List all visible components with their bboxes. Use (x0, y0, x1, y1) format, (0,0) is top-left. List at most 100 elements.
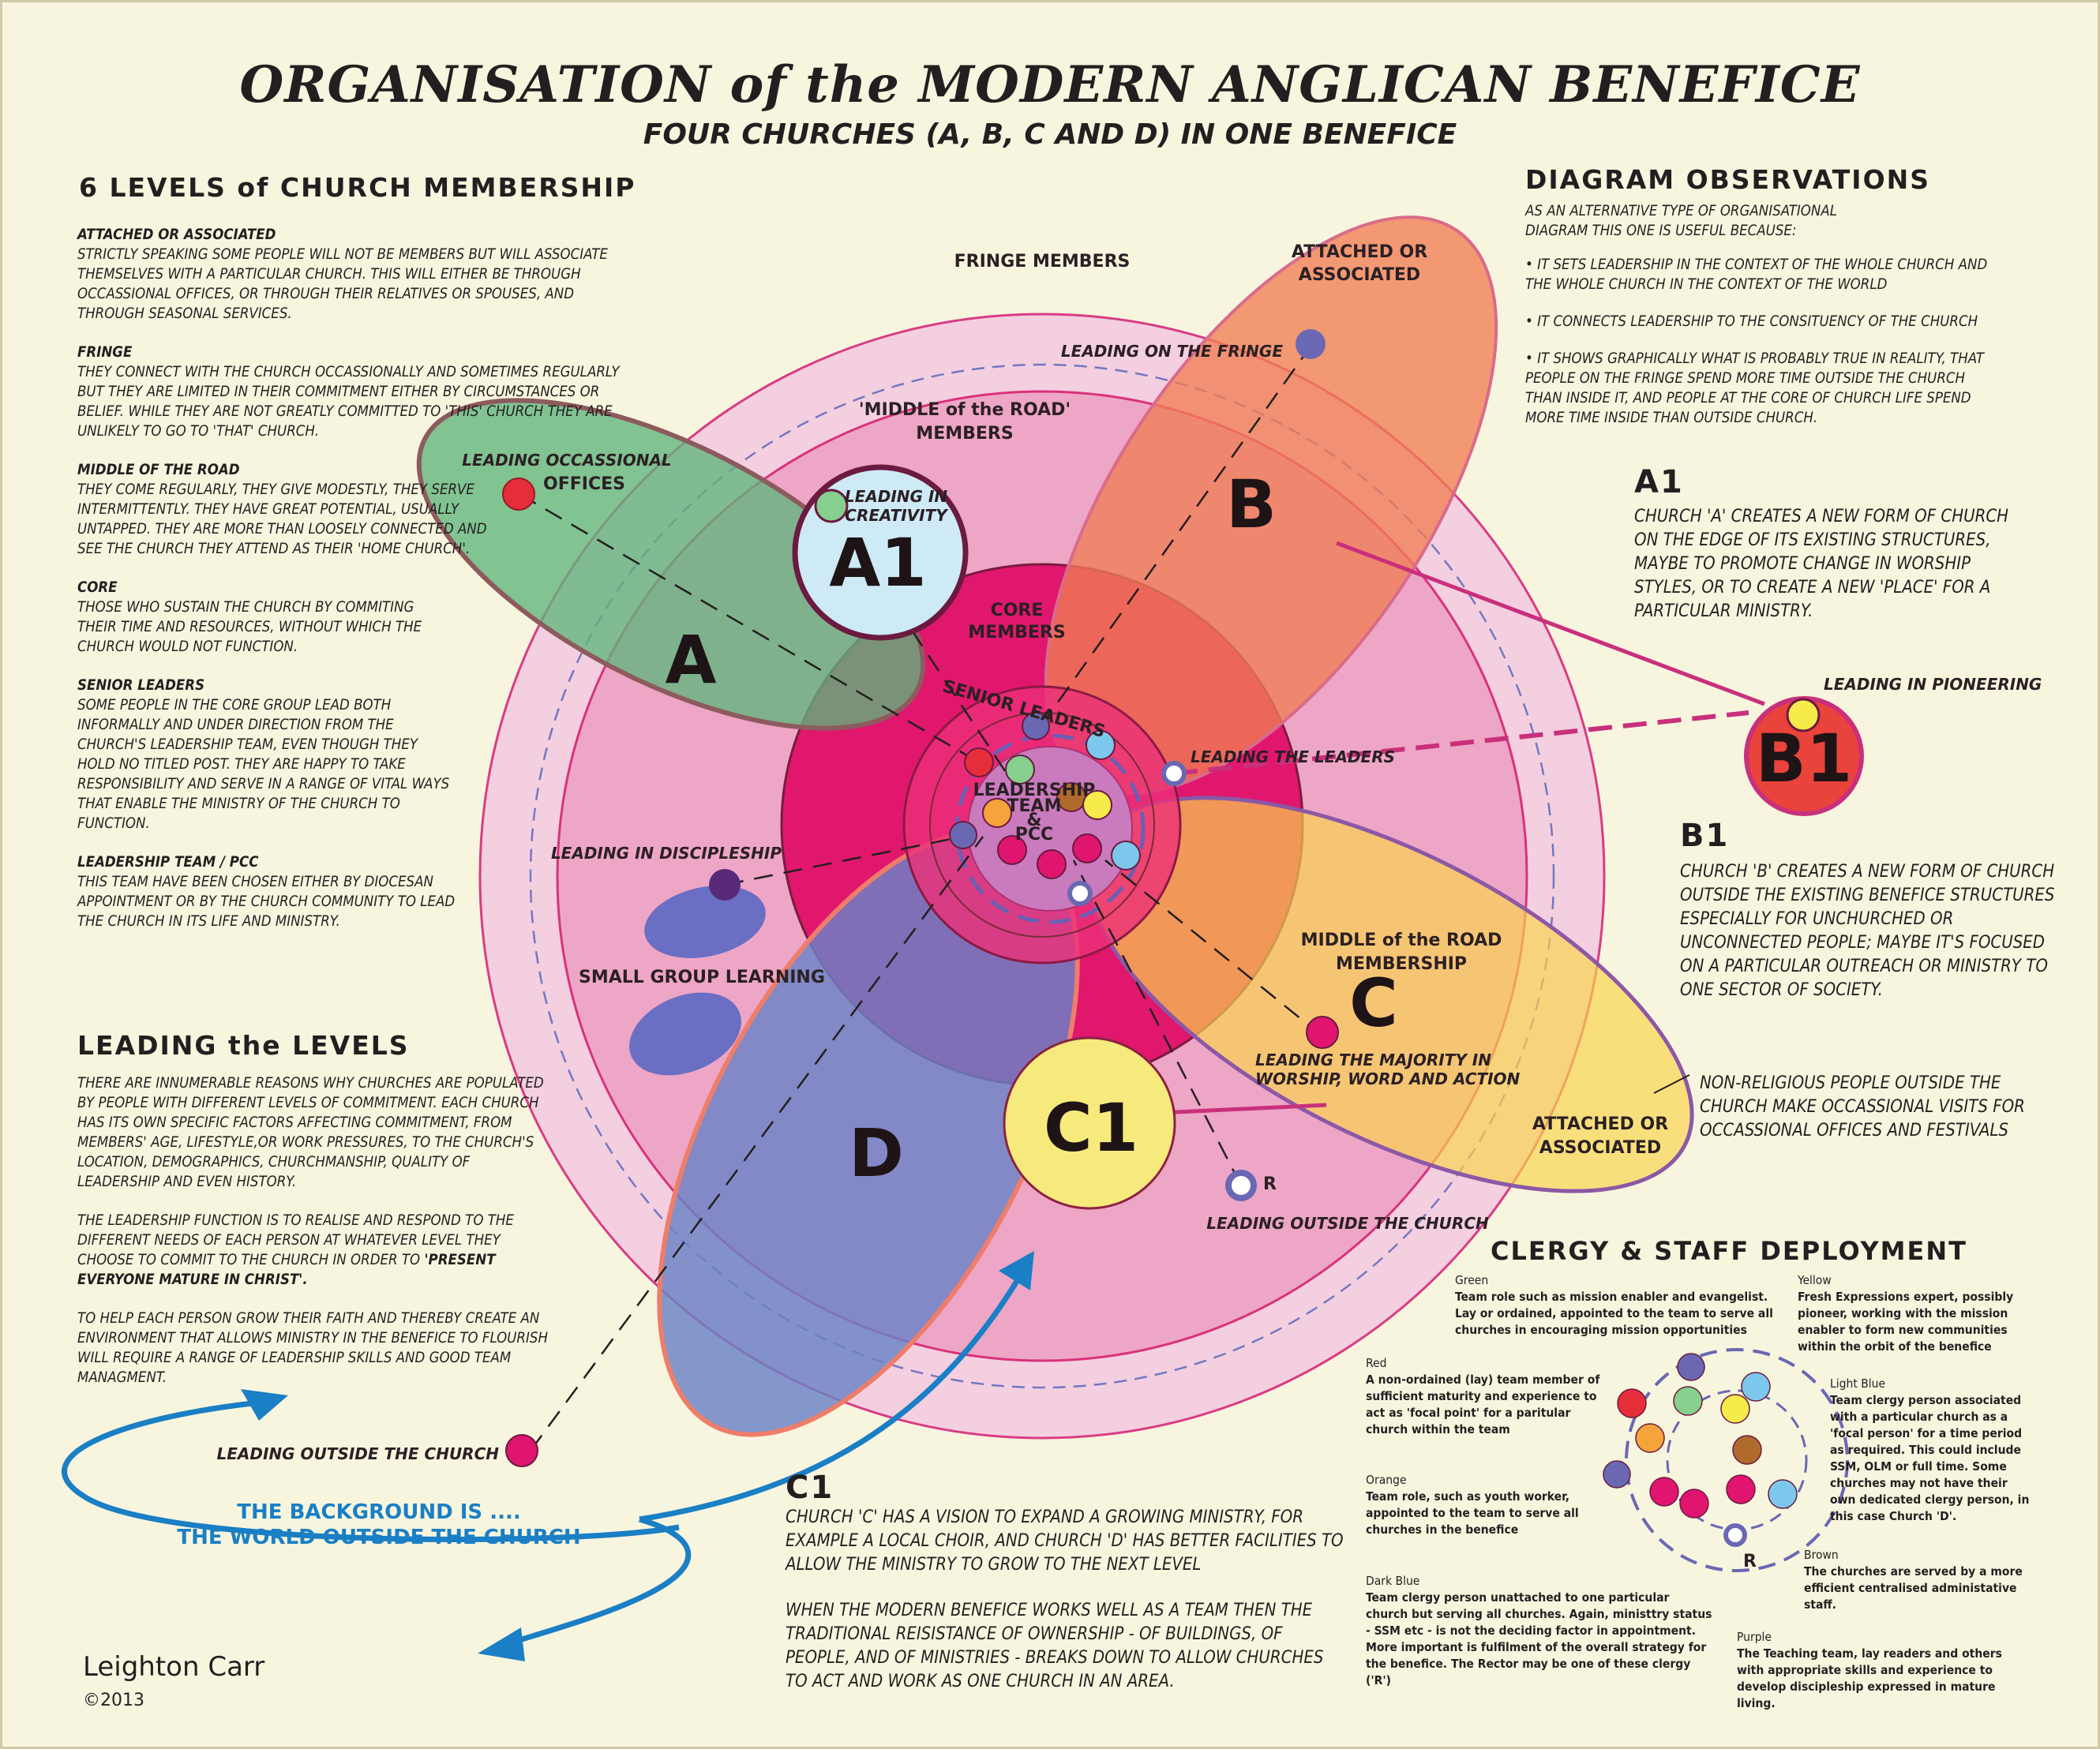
label-rector-outside: R (1263, 1174, 1277, 1194)
staff-lightblue-right (1768, 1479, 1798, 1509)
line-outside-2 (1072, 860, 1243, 1186)
world-arrow-left-head (241, 1389, 288, 1421)
label-leading-occasional-1: LEADING OCCASSIONAL (462, 451, 671, 470)
page-subtitle: FOUR CHURCHES (A, B, C AND D) IN ONE BEN… (643, 118, 1457, 151)
staff-red (1617, 1388, 1647, 1418)
line-a1-note (1336, 541, 1765, 706)
cluster-rector-dot (1067, 881, 1093, 906)
observations-heading: DIAGRAM OBSERVATIONS (1525, 164, 1931, 195)
label-a1: A1 (829, 524, 926, 601)
dot-discipleship-purple (709, 869, 741, 901)
label-leading-outside-2: LEADING OUTSIDE THE CHURCH (1206, 1214, 1489, 1233)
staff-magenta-1 (1649, 1477, 1679, 1507)
dot-pioneering-yellow (1786, 698, 1821, 732)
label-core-members-2: MEMBERS (968, 623, 1065, 642)
observations-list: • IT SETS LEADERSHIP IN THE CONTEXT OF T… (1525, 255, 1999, 428)
b1-note-heading: B1 (1680, 818, 1730, 854)
label-leadership-team-3: & (1026, 811, 1041, 830)
dot-fringe-darkblue (1296, 329, 1326, 359)
label-leadership-team-2: TEAM (1007, 796, 1062, 816)
senior-leaders-ring (929, 712, 1155, 938)
dot-outside-rector (1225, 1170, 1257, 1201)
staff-rector-dot (1723, 1523, 1747, 1547)
observation-2: • IT CONNECTS LEADERSHIP TO THE CONSITUE… (1525, 313, 1978, 330)
author: Leighton Carr (83, 1651, 265, 1683)
world-arrow-down-head (478, 1627, 525, 1661)
line-nonreligious (1653, 1074, 1690, 1094)
label-leading-majority-2: WORSHIP, WORD AND ACTION (1255, 1069, 1521, 1088)
a1-note-text: CHURCH 'A' CREATES A NEW FORM OF CHURCH … (1634, 507, 2009, 621)
label-leading-outside-1: LEADING OUTSIDE THE CHURCH (217, 1444, 500, 1463)
cluster-darkblue-2 (949, 821, 977, 849)
observations-text: AS AN ALTERNATIVE TYPE OF ORGANISATIONAL… (1525, 201, 1999, 445)
label-leading-occasional-2: OFFICES (543, 474, 625, 494)
cluster-magenta-2 (1072, 833, 1102, 863)
cluster-green (1005, 755, 1035, 785)
label-leading-fringe: LEADING ON THE FRINGE (1061, 342, 1283, 361)
world-arrow-up (639, 1277, 1021, 1522)
label-attached-top-2: ASSOCIATED (1299, 265, 1420, 285)
staff-magenta-3 (1726, 1474, 1756, 1504)
dot-occasional-red (502, 478, 535, 511)
label-middle-members-1: 'MIDDLE of the ROAD' (859, 400, 1071, 420)
line-discipleship (724, 835, 964, 886)
world-arrow-down (488, 1516, 692, 1653)
dot-outside-magenta (505, 1434, 538, 1467)
label-middle-membership-1: MIDDLE of the ROAD (1301, 931, 1502, 950)
line-fringe-leading (1037, 343, 1314, 731)
label-church-c: C (1349, 964, 1398, 1042)
cluster-lightblue-1 (1086, 730, 1116, 760)
a1-note-heading: A1 (1634, 464, 1684, 500)
staff-green (1673, 1386, 1703, 1416)
copyright: ©2013 (83, 1691, 144, 1710)
label-leading-creativity-1: LEADING IN (845, 487, 947, 506)
label-leading-leaders: LEADING THE LEADERS (1191, 747, 1395, 766)
nonreligious-note: NON-RELIGIOUS PEOPLE OUTSIDE THE CHURCH … (1700, 1073, 2025, 1140)
label-leading-majority-1: LEADING THE MAJORITY IN (1255, 1051, 1491, 1069)
world-arrow-left (62, 1398, 680, 1542)
cluster-orange (982, 798, 1012, 828)
observation-3: • IT SHOWS GRAPHICALLY WHAT IS PROBABLY … (1525, 350, 1984, 426)
staff-darkblue-top (1677, 1353, 1705, 1381)
fringe-dashed-ring (529, 363, 1555, 1389)
label-attached-right-1: ATTACHED OR (1532, 1114, 1668, 1134)
c1-note-text: CHURCH 'C' HAS A VISION TO EXPAND A GROW… (786, 1507, 1344, 1691)
leading-text: THERE ARE INNUMERABLE REASONS WHY CHURCH… (77, 1075, 548, 1386)
church-a-ellipse (416, 398, 926, 731)
cluster-magenta-1 (997, 835, 1027, 865)
line-outside-1 (529, 836, 984, 1451)
label-church-b: B (1226, 466, 1277, 543)
dot-creativity-green (814, 489, 849, 523)
label-leadership-team-4: PCC (1015, 825, 1053, 845)
line-creativity (827, 504, 1016, 786)
line-majority (1104, 860, 1323, 1037)
label-church-a: A (665, 621, 716, 698)
label-attached-right-2: ASSOCIATED (1539, 1138, 1661, 1158)
c1-note-heading: C1 (786, 1470, 834, 1506)
staff-yellow (1720, 1394, 1750, 1424)
staff-brown (1732, 1435, 1762, 1465)
world-arrow-up-head (999, 1251, 1034, 1290)
cluster-red (964, 747, 994, 777)
leading-heading: LEADING the LEVELS (77, 1030, 410, 1061)
world-caption: THE BACKGROUND IS .... THE WORLD OUTSIDE… (177, 1500, 581, 1549)
c1-circle (1003, 1036, 1176, 1210)
label-middle-members-2: MEMBERS (916, 424, 1013, 444)
staff-lightblue-top (1741, 1372, 1771, 1402)
label-fringe-members: FRINGE MEMBERS (954, 252, 1131, 272)
cluster-lightblue-2 (1111, 841, 1141, 871)
staff-orange (1635, 1423, 1665, 1453)
staff-rector-label: R (1743, 1552, 1757, 1571)
cluster-darkblue-1 (1022, 712, 1050, 740)
